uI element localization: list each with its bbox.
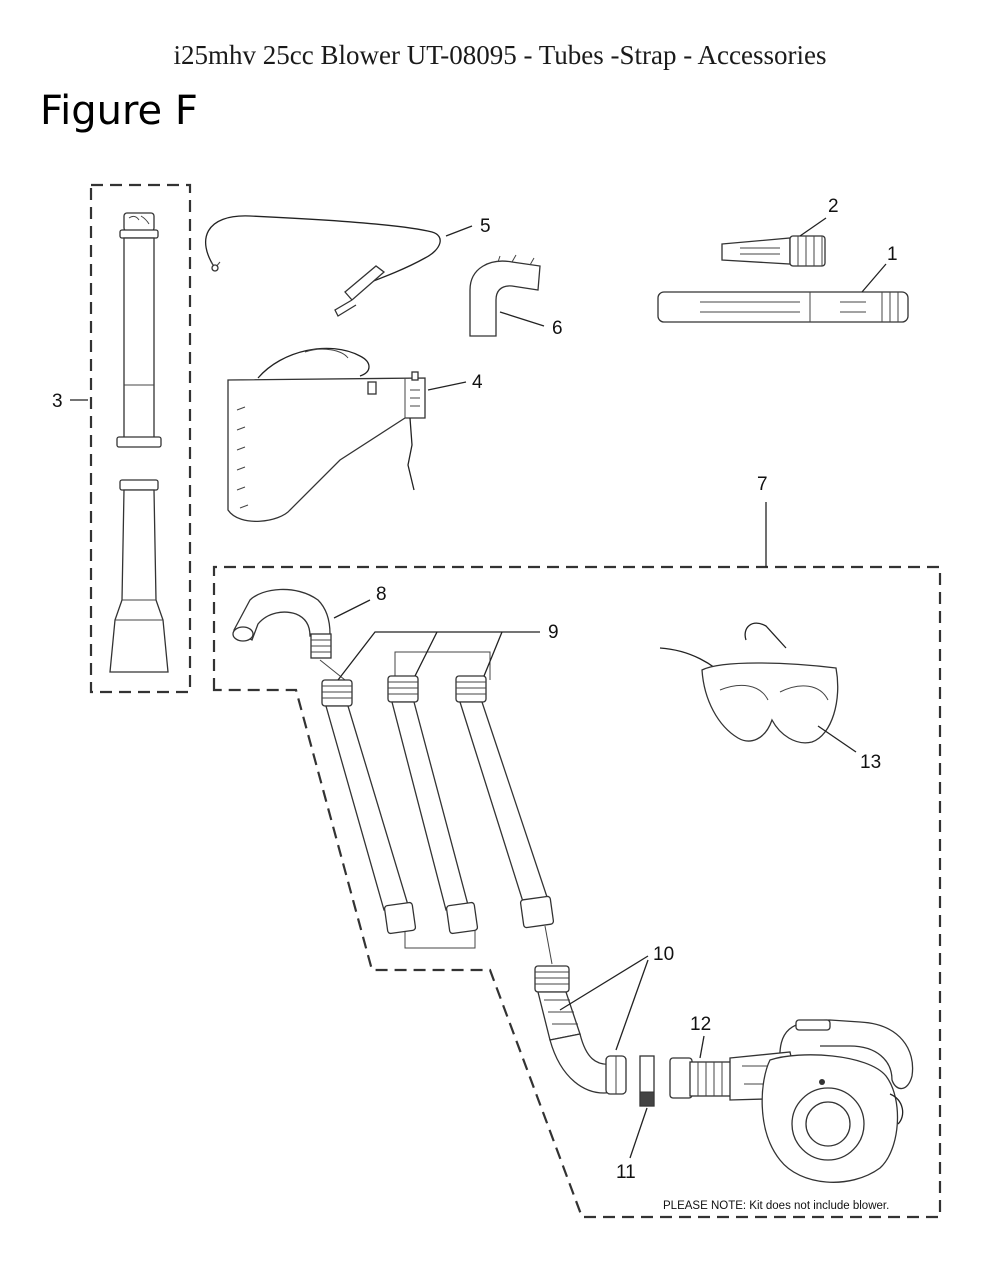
elbow-10 <box>549 1033 627 1095</box>
blower-tube-nozzle <box>109 479 169 673</box>
callout-2: 2 <box>828 196 839 217</box>
callout-7: 7 <box>757 474 768 495</box>
callout-5: 5 <box>480 216 491 237</box>
callout-8: 8 <box>376 584 387 605</box>
shoulder-strap <box>205 215 473 317</box>
kit-note: PLEASE NOTE: Kit does not include blower… <box>663 1200 889 1212</box>
callout-12: 12 <box>690 1014 711 1035</box>
safety-glasses-13 <box>659 622 857 753</box>
callout-4: 4 <box>472 372 483 393</box>
callout-13: 13 <box>860 752 881 773</box>
curved-nozzle-8 <box>232 588 371 659</box>
leader-9 <box>337 631 540 681</box>
figure-label: Figure F <box>40 88 198 134</box>
extension-tube-b <box>387 675 479 935</box>
callout-10: 10 <box>653 944 674 965</box>
connector-10 <box>534 965 581 1041</box>
extension-tube-a <box>321 679 417 935</box>
group-3-box <box>89 183 192 694</box>
blower-unit <box>729 1019 914 1183</box>
callout-3: 3 <box>52 391 63 412</box>
callout-9: 9 <box>548 622 559 643</box>
short-tube-2 <box>721 217 827 267</box>
leader-10 <box>559 955 649 1051</box>
kit-7-box <box>212 502 942 1219</box>
elbow-tube-6 <box>469 254 545 337</box>
callout-11: 11 <box>616 1162 636 1183</box>
small-tube-11 <box>629 1055 655 1159</box>
callout-1: 1 <box>887 244 898 265</box>
callout-6: 6 <box>552 318 563 339</box>
page-title: i25mhv 25cc Blower UT-08095 - Tubes -Str… <box>173 40 827 70</box>
adapter-12 <box>669 1035 733 1099</box>
blower-tube-upper <box>116 212 162 448</box>
collection-bag-4 <box>227 347 467 523</box>
long-tube-1 <box>657 263 909 323</box>
extension-tube-c <box>455 675 555 965</box>
